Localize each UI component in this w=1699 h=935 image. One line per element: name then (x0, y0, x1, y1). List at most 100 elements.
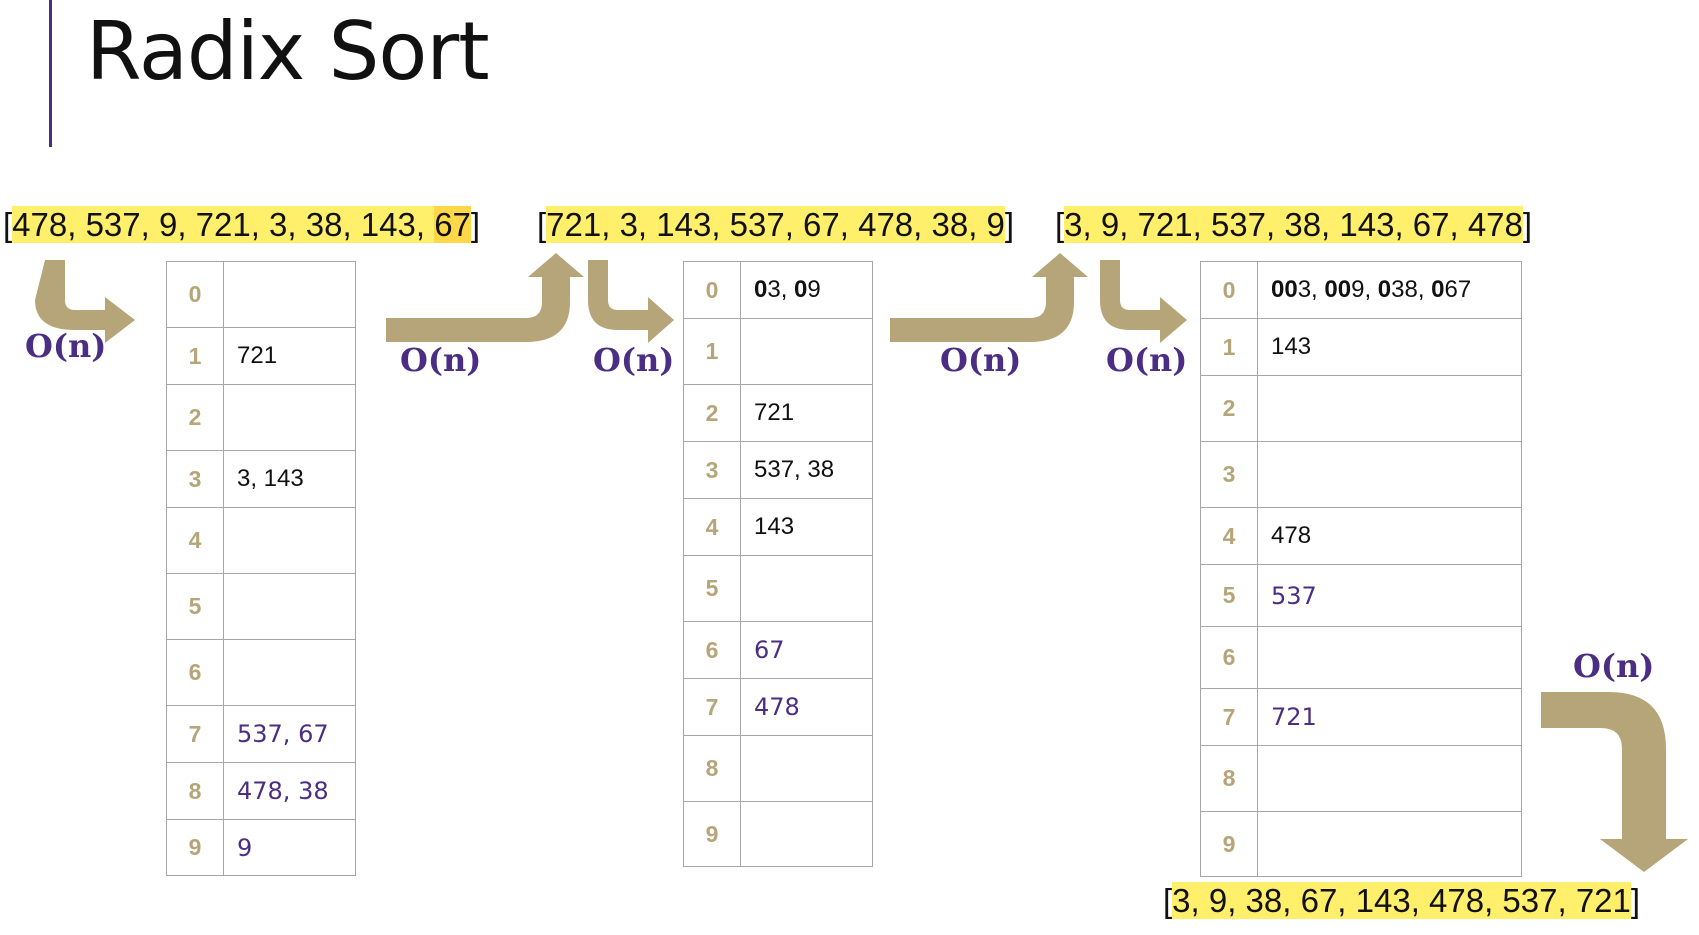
bucket-index: 5 (1201, 565, 1258, 626)
bucket-row: 2 721 (683, 384, 873, 441)
bucket-value (224, 640, 355, 705)
bucket-index: 9 (1201, 812, 1258, 876)
bucket-row: 5 (166, 573, 356, 639)
bucket-index: 1 (684, 319, 741, 384)
complexity-label-2: O(n) (400, 341, 482, 379)
bucket-index: 7 (167, 706, 224, 762)
bucket-index: 7 (684, 679, 741, 735)
bucket-row: 2 (166, 384, 356, 450)
bucket-value (1258, 376, 1521, 441)
bucket-row: 6 (1200, 626, 1522, 688)
bucket-index: 2 (684, 385, 741, 441)
pass2-array: [3, 9, 721, 537, 38, 143, 67, 478] (1055, 206, 1533, 243)
bucket-value: 143 (1271, 333, 1312, 360)
page-title: Radix Sort (86, 5, 490, 98)
bucket-value: 721 (237, 342, 278, 369)
title-accent-bar (49, 0, 52, 147)
bucket-index: 0 (684, 262, 741, 318)
bucket-row: 8 478, 38 (166, 762, 356, 819)
bucket-value (1258, 746, 1521, 811)
complexity-label-1: O(n) (25, 327, 107, 365)
bucket-value: 478 (1271, 522, 1312, 549)
bucket-value: 9 (237, 833, 253, 862)
bucket-index: 8 (167, 763, 224, 819)
bucket-value: 721 (754, 399, 795, 426)
pass1-array-values: 721, 3, 143, 537, 67, 478, 38, 9 (546, 206, 1005, 243)
final-array-values: 3, 9, 38, 67, 143, 478, 537, 721 (1172, 882, 1631, 919)
bucket-value (741, 802, 872, 866)
bucket-index: 0 (167, 262, 224, 327)
bracket-close: ] (1522, 206, 1533, 243)
bucket-value: 143 (754, 513, 795, 540)
bucket-row: 3 (1200, 441, 1522, 507)
complexity-label-4: O(n) (940, 341, 1022, 379)
complexity-label-3: O(n) (593, 341, 675, 379)
bucket-index: 4 (167, 508, 224, 573)
bucket-index: 7 (1201, 689, 1258, 745)
bucket-row: 4 478 (1200, 507, 1522, 564)
bucket-index: 4 (1201, 508, 1258, 564)
bracket-open: [ (3, 206, 13, 243)
bucket-row: 9 (683, 801, 873, 867)
pass2-array-values: 3, 9, 721, 537, 38, 143, 67, 478 (1064, 206, 1523, 243)
bucket-row: 0 (166, 261, 356, 327)
bucket-index: 9 (167, 820, 224, 875)
bucket-row: 8 (683, 735, 873, 801)
bucket-row: 8 (1200, 745, 1522, 811)
initial-array-values: 478, 537, 9, 721, 3, 38, 143, (12, 206, 435, 243)
initial-array-last-value: 67 (434, 206, 471, 243)
bucket-value: 721 (1271, 703, 1317, 731)
bucket-index: 9 (684, 802, 741, 866)
bucket-value (741, 319, 872, 384)
bucket-index: 1 (167, 328, 224, 384)
bucket-value (1258, 442, 1521, 507)
bucket-row: 6 (166, 639, 356, 705)
bucket-index: 1 (1201, 319, 1258, 375)
bucket-value: 478, 38 (237, 777, 329, 805)
bracket-close: ] (470, 206, 481, 243)
bucket-value: 67 (754, 636, 785, 664)
bucket-row: 4 143 (683, 498, 873, 555)
bracket-close: ] (1630, 882, 1641, 919)
bucket-index: 8 (1201, 746, 1258, 811)
bucket-index: 3 (1201, 442, 1258, 507)
bucket-value (741, 736, 872, 801)
initial-array: [478, 537, 9, 721, 3, 38, 143, 67] (3, 206, 481, 243)
bucket-index: 2 (1201, 376, 1258, 441)
pass1-array: [721, 3, 143, 537, 67, 478, 38, 9] (537, 206, 1014, 243)
bucket-row: 7 478 (683, 678, 873, 735)
bucket-row: 6 67 (683, 621, 873, 678)
bucket-index: 8 (684, 736, 741, 801)
bucket-index: 6 (1201, 627, 1258, 688)
bucket-value (224, 508, 355, 573)
bucket-value (741, 556, 872, 621)
bucket-value: 478 (754, 693, 800, 721)
final-array: [3, 9, 38, 67, 143, 478, 537, 721] (1163, 882, 1641, 919)
bucket-index: 5 (684, 556, 741, 621)
bracket-open: [ (1055, 206, 1065, 243)
bucket-row: 9 (1200, 811, 1522, 877)
bucket-index: 6 (167, 640, 224, 705)
bucket-index: 6 (684, 622, 741, 678)
bucket-value: 3, 143 (237, 465, 304, 492)
bucket-value (1258, 627, 1521, 688)
bucket-index: 3 (167, 451, 224, 507)
bucket-row: 1 143 (1200, 318, 1522, 375)
bucket-value: 537, 38 (754, 456, 835, 483)
bucket-row: 4 (166, 507, 356, 573)
bucket-row: 7 721 (1200, 688, 1522, 745)
bucket-value (224, 574, 355, 639)
complexity-label-6: O(n) (1573, 647, 1655, 685)
bracket-open: [ (1163, 882, 1173, 919)
bucket-row: 2 (1200, 375, 1522, 441)
bucket-index: 5 (167, 574, 224, 639)
bucket-index: 4 (684, 499, 741, 555)
